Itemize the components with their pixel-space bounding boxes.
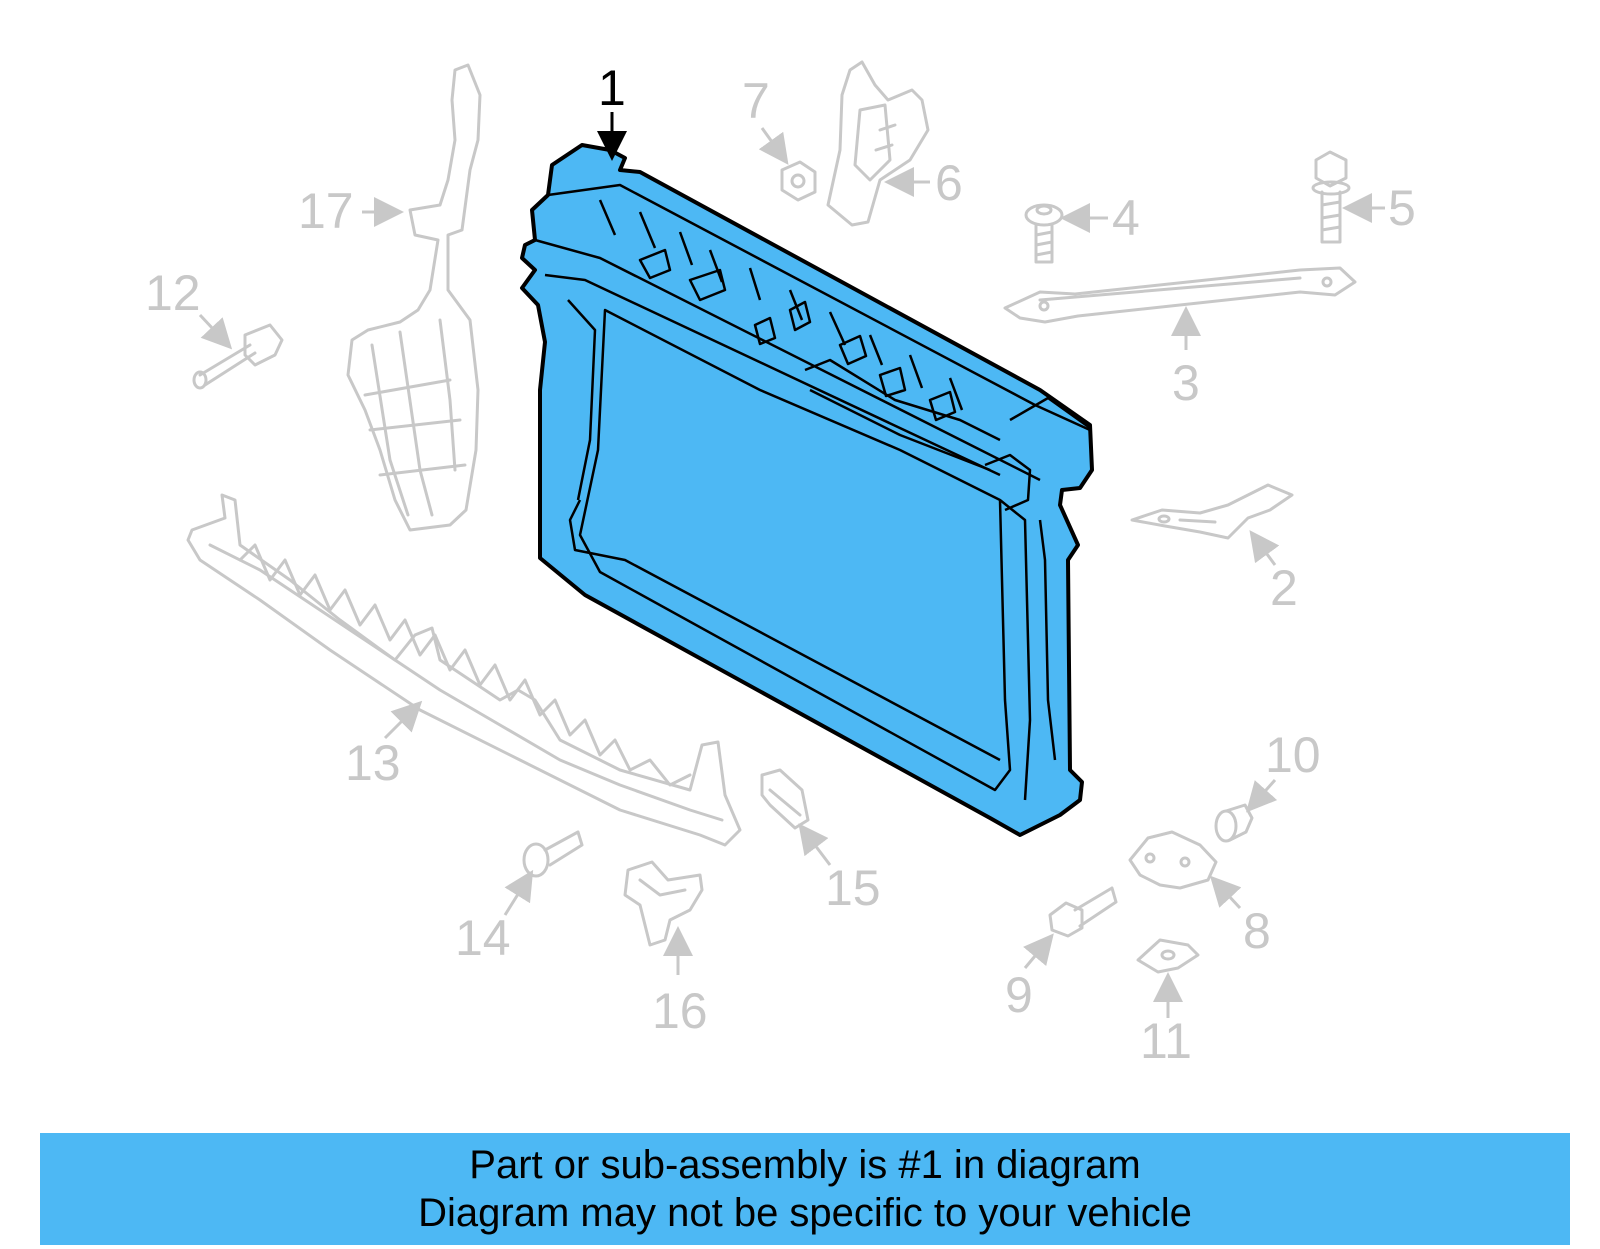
callout-11: 11 (1140, 1013, 1192, 1069)
part-5-bolt[interactable] (1311, 150, 1351, 244)
callout-5: 5 (1388, 180, 1416, 236)
callout-15: 15 (825, 860, 881, 916)
leader-12 (198, 313, 233, 350)
callout-16: 16 (652, 983, 708, 1039)
part-14-bolt[interactable] (522, 830, 584, 878)
part-8-plate[interactable] (1128, 830, 1218, 890)
part-2-bracket[interactable] (1130, 483, 1294, 540)
leader-15 (798, 823, 832, 866)
leader-7 (758, 127, 789, 165)
leader-2 (1249, 530, 1280, 566)
part-7-nut[interactable] (780, 160, 817, 202)
part-17-duct-bracket[interactable] (346, 63, 482, 532)
part-1-radiator-support[interactable] (520, 143, 1094, 837)
part-10-nut-insert[interactable] (1214, 803, 1254, 843)
part-3-reinforcement-bar[interactable] (1003, 266, 1357, 324)
leader-13 (383, 700, 423, 740)
leader-14 (503, 869, 534, 916)
callout-6: 6 (935, 155, 963, 211)
part-15-clip[interactable] (760, 768, 810, 830)
part-12-push-pin[interactable] (192, 323, 284, 390)
callout-2: 2 (1270, 560, 1298, 616)
footer-line-disclaimer: Diagram may not be specific to your vehi… (418, 1191, 1192, 1235)
callout-10: 10 (1265, 727, 1321, 783)
parts-diagram: 1 17 12 13 14 16 15 7 6 4 5 3 2 10 8 9 1… (145, 60, 1416, 1069)
callout-3: 3 (1172, 355, 1200, 411)
leader-8 (1209, 875, 1242, 910)
part-11-clip-nut[interactable] (1136, 938, 1200, 974)
part-16-clip-bracket[interactable] (623, 860, 704, 947)
callout-9: 9 (1005, 967, 1033, 1023)
callout-7: 7 (742, 73, 770, 129)
leader-9 (1023, 933, 1054, 969)
callout-17: 17 (298, 183, 354, 239)
footer-banner: Part or sub-assembly is #1 in diagram Di… (40, 1133, 1570, 1245)
callout-4: 4 (1112, 190, 1140, 246)
leader-10 (1246, 779, 1278, 813)
part-6-bracket[interactable] (826, 60, 930, 227)
callout-12: 12 (145, 265, 201, 321)
callout-13: 13 (345, 735, 401, 791)
callout-1: 1 (598, 60, 626, 116)
part-4-screw[interactable] (1024, 203, 1064, 264)
part-9-bolt[interactable] (1048, 886, 1118, 938)
footer-line-part-info: Part or sub-assembly is #1 in diagram (469, 1143, 1141, 1187)
callout-8: 8 (1243, 903, 1271, 959)
callout-14: 14 (455, 910, 511, 966)
